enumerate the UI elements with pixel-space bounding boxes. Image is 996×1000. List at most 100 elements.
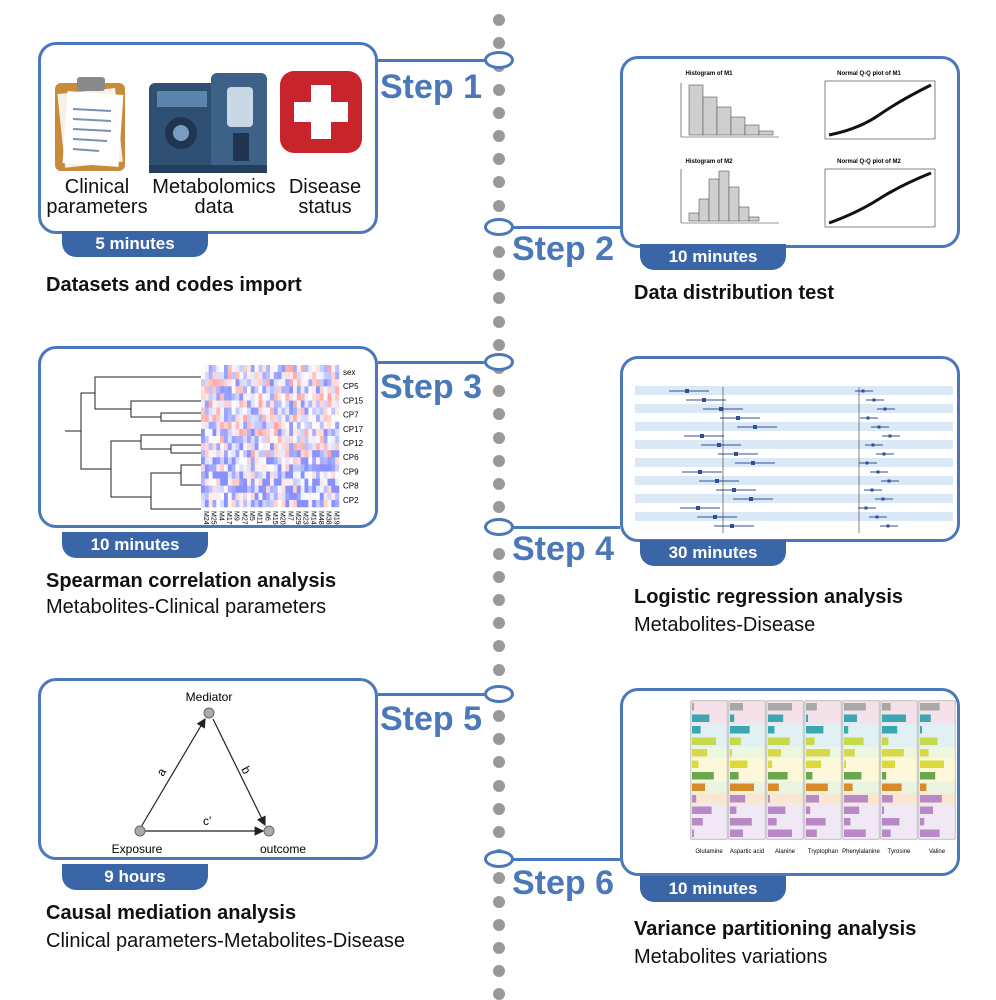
heatmap-cell [335, 464, 340, 472]
vp-band [843, 724, 879, 736]
forest-row-band [635, 476, 953, 485]
vp-bar [692, 806, 712, 814]
heatmap-cell [281, 386, 286, 394]
heatmap-cell [216, 421, 221, 430]
heatmap-cell [289, 436, 294, 444]
vp-band [729, 735, 765, 747]
forest-point [685, 389, 689, 393]
heatmap-cell [289, 379, 294, 387]
vp-band [843, 804, 879, 816]
heatmap-cell [247, 414, 252, 423]
heatmap-cell [296, 421, 301, 430]
vp-band [805, 735, 841, 747]
vp-bar [882, 737, 889, 745]
heatmap-cell [273, 471, 278, 479]
step5-title: Causal mediation analysis [46, 902, 297, 924]
heatmap-cell [319, 485, 324, 494]
forest-point [870, 488, 874, 492]
heatmap-cell [208, 464, 213, 472]
heatmap-cell [289, 485, 294, 494]
heatmap-cell [220, 478, 225, 486]
heatmap-cell [319, 400, 324, 408]
forest-point [715, 479, 719, 483]
red-cross-icon [280, 71, 362, 153]
heatmap-cell [235, 407, 240, 415]
vp-category-label: Tryptophan [808, 849, 838, 855]
heatmap-cell [224, 379, 229, 387]
heatmap-cell [300, 400, 305, 408]
heatmap-cell [308, 365, 313, 373]
heatmap-col-label: M24 [202, 511, 209, 525]
heatmap-cell [300, 443, 305, 451]
heatmap-cell [262, 499, 267, 508]
heatmap-cell [273, 393, 278, 401]
heatmap-cell [247, 436, 252, 444]
heatmap-cell [243, 372, 248, 380]
vp-band [805, 793, 841, 805]
heatmap-cell [289, 414, 294, 423]
heatmap-cell [243, 499, 248, 508]
heatmap-col-label: M17 [225, 511, 232, 525]
heatmap-cell [224, 372, 229, 380]
heatmap-cell [308, 393, 313, 401]
step3-label: Step 3 [380, 368, 483, 406]
heatmap-cell [281, 400, 286, 408]
vp-bar [882, 829, 891, 837]
timeline-dot [493, 570, 505, 583]
mediator-label: Mediator [186, 690, 233, 704]
heatmap-cell [331, 414, 336, 423]
heatmap-cell [220, 365, 225, 373]
heatmap-cell [262, 428, 267, 437]
timeline-dot [493, 292, 505, 305]
heatmap-cell [304, 457, 309, 465]
heatmap-cell [231, 372, 236, 380]
heatmap-cell [331, 400, 336, 408]
heatmap-cell [296, 492, 301, 501]
step5-subtitle: Clinical parameters-Metabolites-Disease [46, 930, 406, 952]
step3-title: Spearman correlation analysis [46, 570, 337, 592]
heatmap-cell [319, 414, 324, 423]
heatmap-cell [300, 492, 305, 501]
heatmap-cell [285, 499, 290, 508]
step4-title: Logistic regression analysis [634, 586, 903, 608]
exposure-label: Exposure [112, 842, 163, 856]
heatmap-cell [270, 428, 275, 437]
heatmap-col-label: M48 [317, 511, 324, 525]
vp-bar [730, 829, 743, 837]
forest-point [700, 434, 704, 438]
heatmap-cell [216, 485, 221, 494]
heatmap-cell [296, 428, 301, 437]
forest-plot [635, 369, 953, 533]
heatmap-cell [316, 393, 321, 401]
vp-bar [768, 703, 792, 711]
heatmap-cell [273, 414, 278, 423]
heatmap-cell [289, 464, 294, 472]
heatmap-cell [224, 464, 229, 472]
heatmap-cell [296, 485, 301, 494]
timeline-dot [493, 640, 505, 653]
vp-bar [882, 760, 895, 768]
hist1-title: Histogram of M1 [685, 71, 733, 77]
heatmap-cell [254, 457, 259, 465]
heatmap-cell [204, 464, 209, 472]
heatmap-cell [262, 443, 267, 451]
heatmap-cell [204, 478, 209, 486]
heatmap-cell [327, 478, 332, 486]
step2-label: Step 2 [512, 230, 615, 268]
vp-bar [882, 783, 902, 791]
heatmap-cell [319, 393, 324, 401]
heatmap-cell [323, 414, 328, 423]
disease-status-label: Disease status [288, 176, 362, 218]
heatmap-col-label: M19 [332, 511, 339, 525]
heatmap-cell [300, 499, 305, 508]
forest-row-band [635, 404, 953, 413]
heatmap-cell [208, 450, 213, 458]
heatmap-col-label: M27 [240, 511, 247, 525]
heatmap-cell [273, 443, 278, 451]
timeline-dot [493, 594, 505, 606]
heatmap-cell [239, 436, 244, 444]
heatmap-cell [319, 464, 324, 472]
vp-band [805, 804, 841, 816]
heatmap-cell [273, 436, 278, 444]
